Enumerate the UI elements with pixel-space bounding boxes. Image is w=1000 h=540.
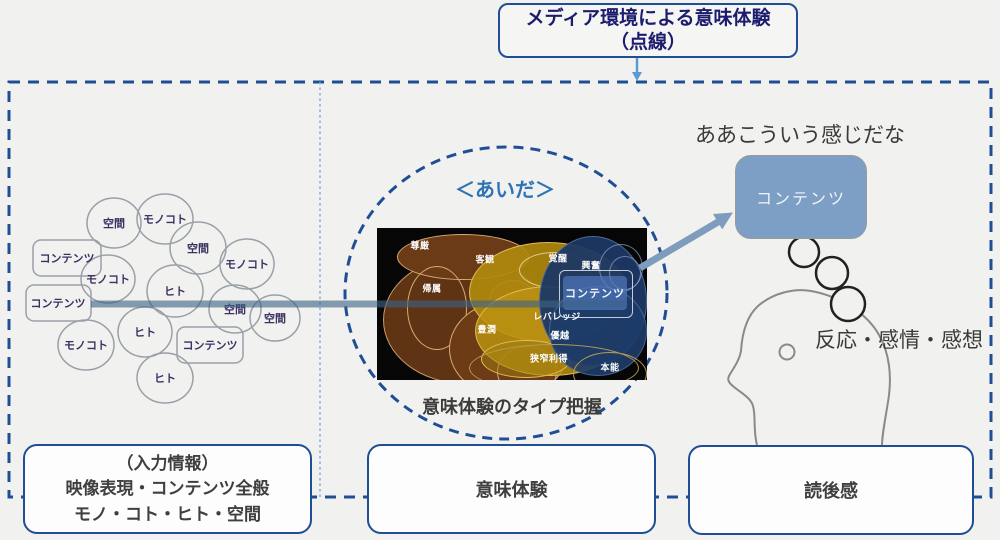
map-content-label: コンテンツ: [565, 288, 625, 300]
map-caption: 意味体験のタイプ把握: [422, 397, 602, 417]
semantic-experience-map-image: 尊厳 客観 覚醒 帰属 興奮 コンテンツ レバレッジ 豊潤 優越 狭窄利得 本能: [377, 228, 647, 380]
callout-line-1: メディア環境による意味体験: [525, 7, 771, 29]
thought-bubble-circle: [814, 255, 850, 291]
input-info-line-1: （入力情報）: [116, 453, 219, 473]
semantic-experience-label: 意味体験: [475, 480, 548, 500]
input-info-line-3: モノ・コト・ヒト・空間: [74, 504, 261, 524]
head-profile-outline: [727, 289, 891, 446]
cluster-ellipse: [86, 197, 142, 249]
map-label: 尊厳: [410, 240, 430, 251]
cluster-ellipse: [57, 319, 115, 371]
input-info-line-2: 映像表現・コンテンツ全般: [65, 479, 270, 499]
cluster-item-label: ヒト: [164, 286, 186, 298]
aida-dashed-circle: [343, 145, 669, 441]
cluster-item-label: コンテンツ: [30, 298, 86, 310]
head-eye: [778, 343, 796, 361]
cluster-item-label: ヒト: [134, 327, 156, 339]
map-ellipse-outline: [407, 266, 467, 350]
thought-text: ああこういう感じだな: [695, 124, 905, 147]
afterfeel-label: 読後感: [804, 481, 858, 501]
map-label: 豊潤: [477, 324, 497, 335]
cluster-item-label: 空間: [224, 304, 246, 316]
thought-bubble-circle: [787, 235, 821, 269]
input-cluster-shapes: [25, 193, 301, 404]
cluster-item-label: 空間: [187, 243, 209, 255]
input-info-box: （入力情報） 映像表現・コンテンツ全般 モノ・コト・ヒト・空間: [23, 444, 312, 534]
cluster-ellipse: [219, 238, 275, 290]
aida-title: ＜あいだ＞: [455, 179, 555, 202]
map-label: 客観: [475, 254, 495, 265]
cluster-ellipse: [136, 193, 194, 245]
cluster-ellipse: [249, 294, 301, 342]
cluster-ellipse: [136, 352, 194, 404]
content-thought-box-label: コンテンツ: [755, 191, 846, 208]
thought-bubble-circle: [829, 285, 867, 323]
cluster-item-label: モノコト: [143, 214, 187, 226]
afterfeel-box: 読後感: [688, 445, 974, 535]
cluster-item-label: モノコト: [64, 340, 108, 352]
semantic-experience-box: 意味体験: [367, 444, 656, 534]
map-label: 覚醒: [548, 253, 568, 264]
callout-line-2: （点線）: [609, 31, 686, 53]
cluster-item-label: 空間: [103, 218, 125, 230]
map-label: 帰属: [422, 283, 442, 294]
map-label: 優越: [550, 330, 570, 341]
cluster-rect: [176, 326, 244, 364]
cluster-item-label: 空間: [264, 313, 286, 325]
map-label: 本能: [600, 362, 620, 373]
cluster-ellipse: [208, 284, 262, 334]
map-label: 狭窄利得: [529, 353, 569, 364]
reaction-text: 反応・感情・感想: [815, 329, 983, 352]
cluster-ellipse: [146, 264, 204, 318]
cluster-item-label: ヒト: [154, 373, 176, 385]
media-environment-callout: メディア環境による意味体験 （点線）: [498, 3, 798, 58]
cluster-item-label: コンテンツ: [39, 253, 95, 265]
cluster-item-label: モノコト: [225, 259, 269, 271]
cluster-item-label: コンテンツ: [182, 340, 238, 352]
content-thought-box: コンテンツ: [735, 155, 867, 239]
cluster-rect: [32, 239, 102, 277]
map-label: 興奮: [581, 260, 601, 271]
map-content-box-outline: [559, 270, 633, 318]
cluster-item-label: モノコト: [86, 274, 130, 286]
map-label: レバレッジ: [533, 311, 581, 322]
